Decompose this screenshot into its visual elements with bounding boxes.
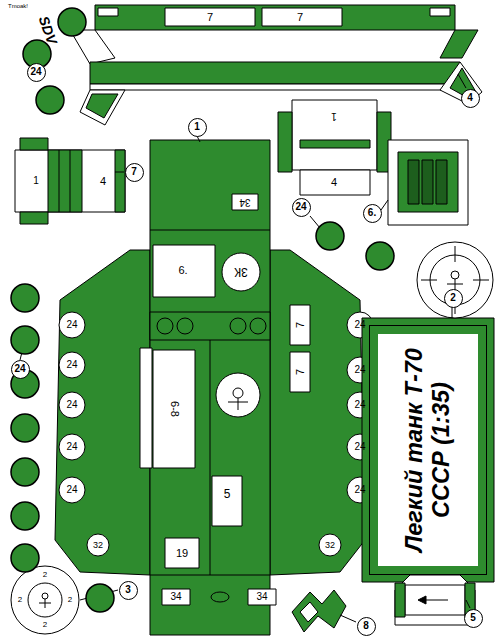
part-number: 2 bbox=[43, 571, 47, 579]
part-4 bbox=[292, 100, 377, 170]
wheel-disk bbox=[11, 458, 39, 486]
wheel-disk bbox=[316, 222, 344, 250]
wheel-disk bbox=[86, 584, 114, 612]
part-number: 24 bbox=[354, 442, 365, 452]
callout-number: 2 bbox=[444, 289, 463, 308]
node-text: 4 bbox=[467, 93, 473, 103]
callout-number: 24 bbox=[11, 360, 30, 379]
node-text: 1 bbox=[194, 122, 200, 132]
callout-number: 24 bbox=[292, 198, 311, 217]
callout-number: 7 bbox=[125, 163, 144, 182]
node-text: Легкий танк Т-70 СССР (1:35) bbox=[401, 330, 455, 570]
part-number: 24 bbox=[66, 360, 77, 370]
wheel-disk bbox=[11, 502, 39, 530]
wheel-disk bbox=[11, 544, 39, 572]
part-3 bbox=[11, 566, 79, 634]
part-number: 34 bbox=[256, 592, 267, 602]
wheel-disk bbox=[11, 414, 39, 442]
part-2 bbox=[417, 242, 493, 318]
part-number: 24 bbox=[66, 320, 77, 330]
part-number: 24 bbox=[66, 485, 77, 495]
node-text: 24 bbox=[30, 67, 41, 77]
wheel-disk bbox=[58, 8, 86, 36]
part-6 bbox=[388, 140, 468, 225]
hull bbox=[150, 140, 270, 635]
callout-number: 3 bbox=[119, 581, 138, 600]
node-text: 8 bbox=[363, 621, 369, 631]
callout-number: 4 bbox=[461, 89, 480, 108]
part-number: 1 bbox=[331, 111, 337, 121]
node-text: 6. bbox=[368, 208, 376, 218]
top-strip bbox=[95, 5, 455, 30]
callout-number: 1 bbox=[188, 118, 207, 137]
node-text: 7 bbox=[131, 167, 137, 177]
part-number: 19 bbox=[176, 548, 188, 559]
part-number: 7 bbox=[295, 322, 306, 328]
title-box: Легкий танк Т-70 СССР (1:35) bbox=[370, 326, 486, 574]
node-text: 2 bbox=[450, 293, 456, 303]
left-side-plate bbox=[55, 250, 150, 575]
wheel-disk bbox=[36, 86, 64, 114]
wheel-disks bbox=[11, 8, 394, 612]
node-text: 24 bbox=[295, 202, 306, 212]
part-number: 34 bbox=[239, 197, 250, 207]
callout-number: 8 bbox=[357, 617, 376, 636]
part-number: 7 bbox=[297, 12, 303, 23]
part-number: 6. bbox=[178, 265, 187, 276]
callout-number: 24 bbox=[27, 63, 46, 82]
part-number: 24 bbox=[354, 400, 365, 410]
part-number: 34 bbox=[170, 592, 181, 602]
side-strip bbox=[90, 62, 460, 84]
wheel-disk bbox=[366, 242, 394, 270]
callout-number: 6. bbox=[363, 204, 382, 223]
part-number: 32 bbox=[325, 541, 335, 550]
part-number: 3К bbox=[234, 266, 248, 278]
node-text: 24 bbox=[14, 364, 25, 374]
part-number: 32 bbox=[93, 541, 103, 550]
part-number: 5 bbox=[224, 488, 231, 500]
node-text: 5 bbox=[470, 613, 476, 623]
part-number: 7 bbox=[207, 12, 213, 23]
part-number: 2 bbox=[18, 596, 22, 604]
part-7 bbox=[15, 150, 125, 212]
part-number: 6-8 bbox=[169, 401, 180, 417]
part-number: 2 bbox=[43, 621, 47, 629]
part-number: 4 bbox=[331, 177, 337, 188]
part-8 bbox=[292, 590, 346, 632]
part-number: 7 bbox=[295, 369, 306, 375]
node-text: 3 bbox=[125, 585, 131, 595]
part-number: Tmoak! bbox=[8, 3, 28, 9]
callout-number: 5 bbox=[464, 609, 483, 628]
wheel-disk bbox=[11, 326, 39, 354]
part-number: 1 bbox=[33, 176, 39, 186]
part-number: 24 bbox=[354, 320, 365, 330]
part-number: 24 bbox=[66, 442, 77, 452]
part-number: 4 bbox=[100, 176, 106, 187]
part-number: 24 bbox=[354, 365, 365, 375]
wheel-disk bbox=[11, 284, 39, 312]
part-number: 2 bbox=[68, 596, 72, 604]
part-number: 24 bbox=[66, 400, 77, 410]
part-number: 24 bbox=[354, 485, 365, 495]
